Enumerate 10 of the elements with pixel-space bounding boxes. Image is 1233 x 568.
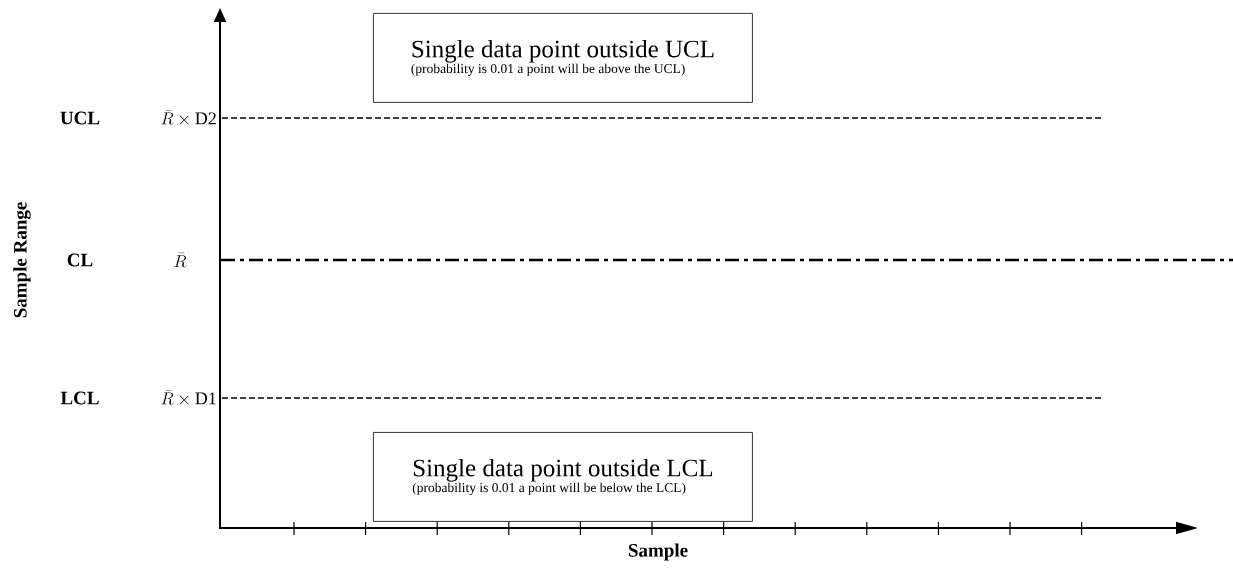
limit-label: UCL	[60, 111, 100, 125]
callout-box: Single data point outside LCL (probability is 0.01 a point will be below the LCL)	[373, 432, 753, 522]
limit-label: LCL	[60, 391, 99, 405]
axis-title: Sample Range	[13, 202, 31, 318]
limit-label: CL	[67, 253, 93, 267]
limit-formula: $\bar{R}\times\mathrm{D2}$	[161, 109, 216, 125]
limit-formula: $\bar{R}\times\mathrm{D1}$	[161, 390, 216, 405]
axis-title: Sample	[628, 543, 688, 561]
limit-formula: $\bar{R}$	[174, 252, 187, 268]
callout-box: Single data point outside UCL (probability is 0.01 a point will be above the UCL)	[373, 13, 753, 103]
